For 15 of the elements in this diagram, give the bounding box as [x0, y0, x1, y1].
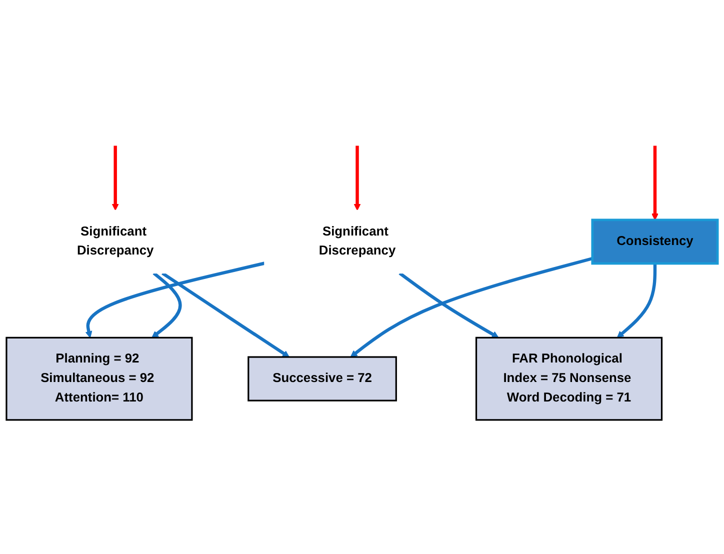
node-box: Successive = 72 — [248, 356, 397, 402]
arrow — [354, 146, 361, 210]
arrow — [350, 256, 593, 358]
arrow — [152, 272, 182, 338]
node-box: Planning = 92 Simultaneous = 92 Attention= 110 — [6, 336, 193, 421]
node-text: Significant Discrepancy — [76, 224, 154, 258]
node-box: Consistency — [591, 218, 719, 264]
node-text: Significant Discrepancy — [318, 224, 396, 258]
arrow — [112, 146, 119, 210]
arrow — [651, 146, 659, 220]
arrow — [85, 262, 265, 338]
arrow — [616, 263, 657, 338]
node-box: FAR Phonological Index = 75 Nonsense Word Decoding = 71 — [475, 336, 663, 421]
arrow — [398, 272, 499, 338]
arrow — [162, 272, 290, 358]
